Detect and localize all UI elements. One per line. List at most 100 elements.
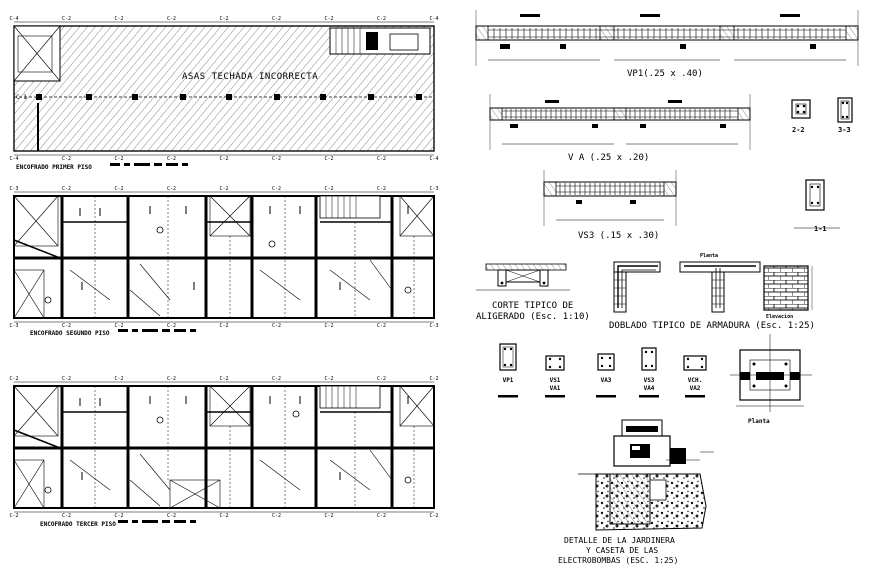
first-floor-bottom-axis-label: C-2 — [272, 156, 281, 162]
beam-section-name: VS3 — [644, 377, 655, 384]
first-floor-top-axis-label: C-2 — [167, 16, 176, 22]
column-planta-drawing — [730, 334, 812, 412]
column-planta-label: Planta — [748, 418, 770, 425]
beam-section-sub: VA4 — [644, 385, 655, 392]
second-floor-top-axis-label: C-3 — [9, 186, 18, 192]
aligerado-caption-line1: CORTE TIPICO DE — [492, 301, 573, 311]
third-floor-top-axis-label: C-2 — [324, 376, 333, 382]
second-floor-bottom-axis-label: C-3 — [9, 323, 18, 329]
section-1-1-label: 1-1 — [814, 225, 827, 233]
third-floor-bottom-axis-label: C-2 — [429, 513, 438, 519]
third-floor-bottom-axis-label: C-2 — [219, 513, 228, 519]
first-floor-center-note: ASAS TECHADA INCORRECTA — [182, 72, 318, 82]
first-floor-bottom-axis-label: C-2 — [324, 156, 333, 162]
first-floor-top-axis-label: C-2 — [62, 16, 71, 22]
second-floor-bottom-axis-label: C-3 — [429, 323, 438, 329]
second-floor-bottom-axis-label: C-2 — [114, 323, 123, 329]
section-1-1-drawing — [794, 179, 840, 229]
beam-vp1-title: VP1(.25 x .40) — [627, 69, 703, 79]
third-floor-bottom-axis-label: C-2 — [167, 513, 176, 519]
jardinera-caption-line1: DETALLE DE LA JARDINERA — [564, 536, 675, 545]
first-floor-bottom-axis-label: C-2 — [62, 156, 71, 162]
doblado-detail-drawing — [613, 261, 813, 313]
third-floor-bottom-axis-label: C-2 — [272, 513, 281, 519]
beam-section-sub: VA2 — [690, 385, 701, 392]
first-floor-axis-top: C-4 C-2 C-2 C-2 C-2 C-2 C-2 C-2 C-4 — [9, 16, 438, 22]
third-floor-top-axis-label: C-2 — [62, 376, 71, 382]
first-floor-caption: ENCOFRADO PRIMER PISO — [16, 164, 92, 171]
second-floor-bottom-axis-label: C-2 — [62, 323, 71, 329]
beam-section-sub: VA1 — [550, 385, 561, 392]
third-floor-top-axis-label: C-2 — [219, 376, 228, 382]
first-floor-top-axis-label: C-2 — [272, 16, 281, 22]
second-floor-top-axis-label: C-3 — [429, 186, 438, 192]
third-floor-scale-bar — [118, 520, 196, 523]
second-floor-bottom-axis-label: C-2 — [272, 323, 281, 329]
first-floor-top-axis-label: C-4 — [429, 16, 438, 22]
beam-vp1-elevation — [475, 10, 859, 66]
beam-va-title: V A (.25 x .20) — [568, 153, 649, 163]
section-3-3-drawing — [837, 97, 853, 123]
first-floor-top-axis-label: C-2 — [219, 16, 228, 22]
third-floor-bottom-axis-label: C-2 — [62, 513, 71, 519]
first-floor-bottom-axis-label: C-2 — [114, 156, 123, 162]
first-floor-top-axis-label: C-2 — [324, 16, 333, 22]
first-floor-bottom-axis-label: C-2 — [219, 156, 228, 162]
second-floor-bottom-axis-label: C-2 — [219, 323, 228, 329]
aligerado-caption-line2: ALIGERADO (Esc. 1:10) — [476, 312, 590, 322]
second-floor-top-axis-label: C-2 — [167, 186, 176, 192]
third-floor-top-axis-label: C-2 — [9, 376, 18, 382]
third-floor-caption: ENCOFRADO TERCER PISO — [40, 521, 116, 528]
beam-va-elevation — [489, 94, 751, 150]
first-floor-top-axis-label: C-2 — [114, 16, 123, 22]
beam-section-name: VP1 — [503, 377, 514, 384]
beam-section-scale-mark — [596, 395, 616, 398]
second-floor-bottom-axis-label: C-2 — [167, 323, 176, 329]
first-floor-bottom-axis-label: C-4 — [429, 156, 438, 162]
third-floor-top-axis-label: C-2 — [167, 376, 176, 382]
second-floor-bottom-axis-label: C-2 — [324, 323, 333, 329]
second-floor-caption: ENCOFRADO SEGUNDO PISO — [30, 330, 110, 337]
second-floor-axis-bottom: C-3 C-2 C-2 C-2 C-2 C-2 C-2 C-2 C-3 — [9, 323, 438, 329]
beam-section-name: VS1 — [550, 377, 561, 384]
section-3-3-label: 3-3 — [838, 126, 851, 134]
beam-vs3-title: VS3 (.15 x .30) — [578, 231, 659, 241]
section-2-2-drawing — [791, 99, 811, 119]
beam-section-scale-mark — [545, 395, 565, 398]
aligerado-detail-drawing — [476, 263, 570, 291]
plan-second-floor — [13, 191, 435, 323]
third-floor-axis-bottom: C-2 C-2 C-2 C-2 C-2 C-2 C-2 C-2 C-2 — [9, 513, 438, 519]
beam-section-name: VA3 — [601, 377, 612, 384]
first-floor-bottom-axis-label: C-4 — [9, 156, 18, 162]
second-floor-bottom-axis-label: C-2 — [377, 323, 386, 329]
second-floor-top-axis-label: C-2 — [62, 186, 71, 192]
doblado-planta-label: Planta — [700, 253, 718, 259]
beam-section-name: VCH. — [688, 377, 702, 384]
first-floor-bottom-axis-label: C-2 — [377, 156, 386, 162]
second-floor-scale-bar — [118, 329, 196, 332]
plan-first-floor — [13, 21, 435, 156]
beam-section-scale-mark — [639, 395, 659, 398]
beam-section-scale-mark — [685, 395, 705, 398]
first-floor-top-axis-label: C-4 — [9, 16, 18, 22]
third-floor-bottom-axis-label: C-2 — [324, 513, 333, 519]
third-floor-bottom-axis-label: C-2 — [9, 513, 18, 519]
doblado-caption: DOBLADO TIPICO DE ARMADURA (Esc. 1:25) — [609, 321, 815, 331]
second-floor-top-axis-label: C-2 — [272, 186, 281, 192]
third-floor-bottom-axis-label: C-2 — [377, 513, 386, 519]
doblado-elevacion-label: Elevación — [766, 313, 793, 320]
second-floor-top-axis-label: C-2 — [377, 186, 386, 192]
third-floor-bottom-axis-label: C-2 — [114, 513, 123, 519]
jardinera-caption-line2: Y CASETA DE LAS — [586, 546, 658, 555]
second-floor-top-axis-label: C-2 — [219, 186, 228, 192]
third-floor-top-axis-label: C-2 — [272, 376, 281, 382]
first-floor-side-label: C-1 — [16, 94, 27, 101]
first-floor-top-axis-label: C-2 — [377, 16, 386, 22]
beam-section-scale-mark — [498, 395, 518, 398]
second-floor-top-axis-label: C-2 — [114, 186, 123, 192]
